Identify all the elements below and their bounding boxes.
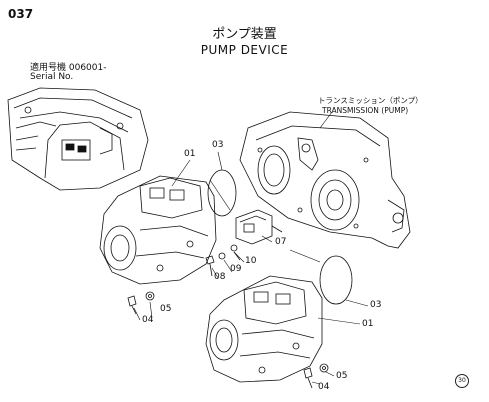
lower-pump-drawing (205, 275, 323, 383)
callout-04-upper: 04 (142, 315, 154, 325)
callout-09: 09 (230, 264, 242, 274)
o-ring-lower-drawing (319, 255, 353, 305)
transmission-label-japanese: トランスミッション（ポンプ） (318, 96, 423, 105)
callout-03-upper: 03 (212, 140, 224, 150)
bolt-set-left-drawing (127, 291, 155, 315)
callout-05-upper: 05 (160, 304, 172, 314)
leader-lines (133, 111, 369, 385)
callout-07: 07 (275, 237, 287, 247)
serial-label-english: Serial No. (30, 72, 74, 82)
valve-drawing (235, 209, 283, 245)
callout-10: 10 (245, 256, 257, 266)
callout-08: 08 (214, 272, 226, 282)
corner-mark: 30 (455, 374, 469, 388)
upper-pump-drawing (99, 175, 217, 285)
page-number: 037 (8, 7, 34, 21)
bolt-set-lower-drawing (303, 363, 329, 389)
callout-03-lower: 03 (370, 300, 382, 310)
callout-04-lower: 04 (318, 382, 330, 392)
page-title-japanese: ポンプ装置 (212, 27, 277, 42)
callout-01-upper: 01 (184, 149, 196, 159)
callout-01-lower: 01 (362, 319, 374, 329)
page-title-english: PUMP DEVICE (200, 43, 289, 57)
transmission-label-english: TRANSMISSION (PUMP) (322, 106, 409, 115)
serial-label-japanese: 適用号機 006001- (30, 63, 107, 73)
callout-05-lower: 05 (336, 371, 348, 381)
engine-assembly-drawing (7, 87, 149, 191)
transmission-housing-drawing (239, 111, 411, 249)
